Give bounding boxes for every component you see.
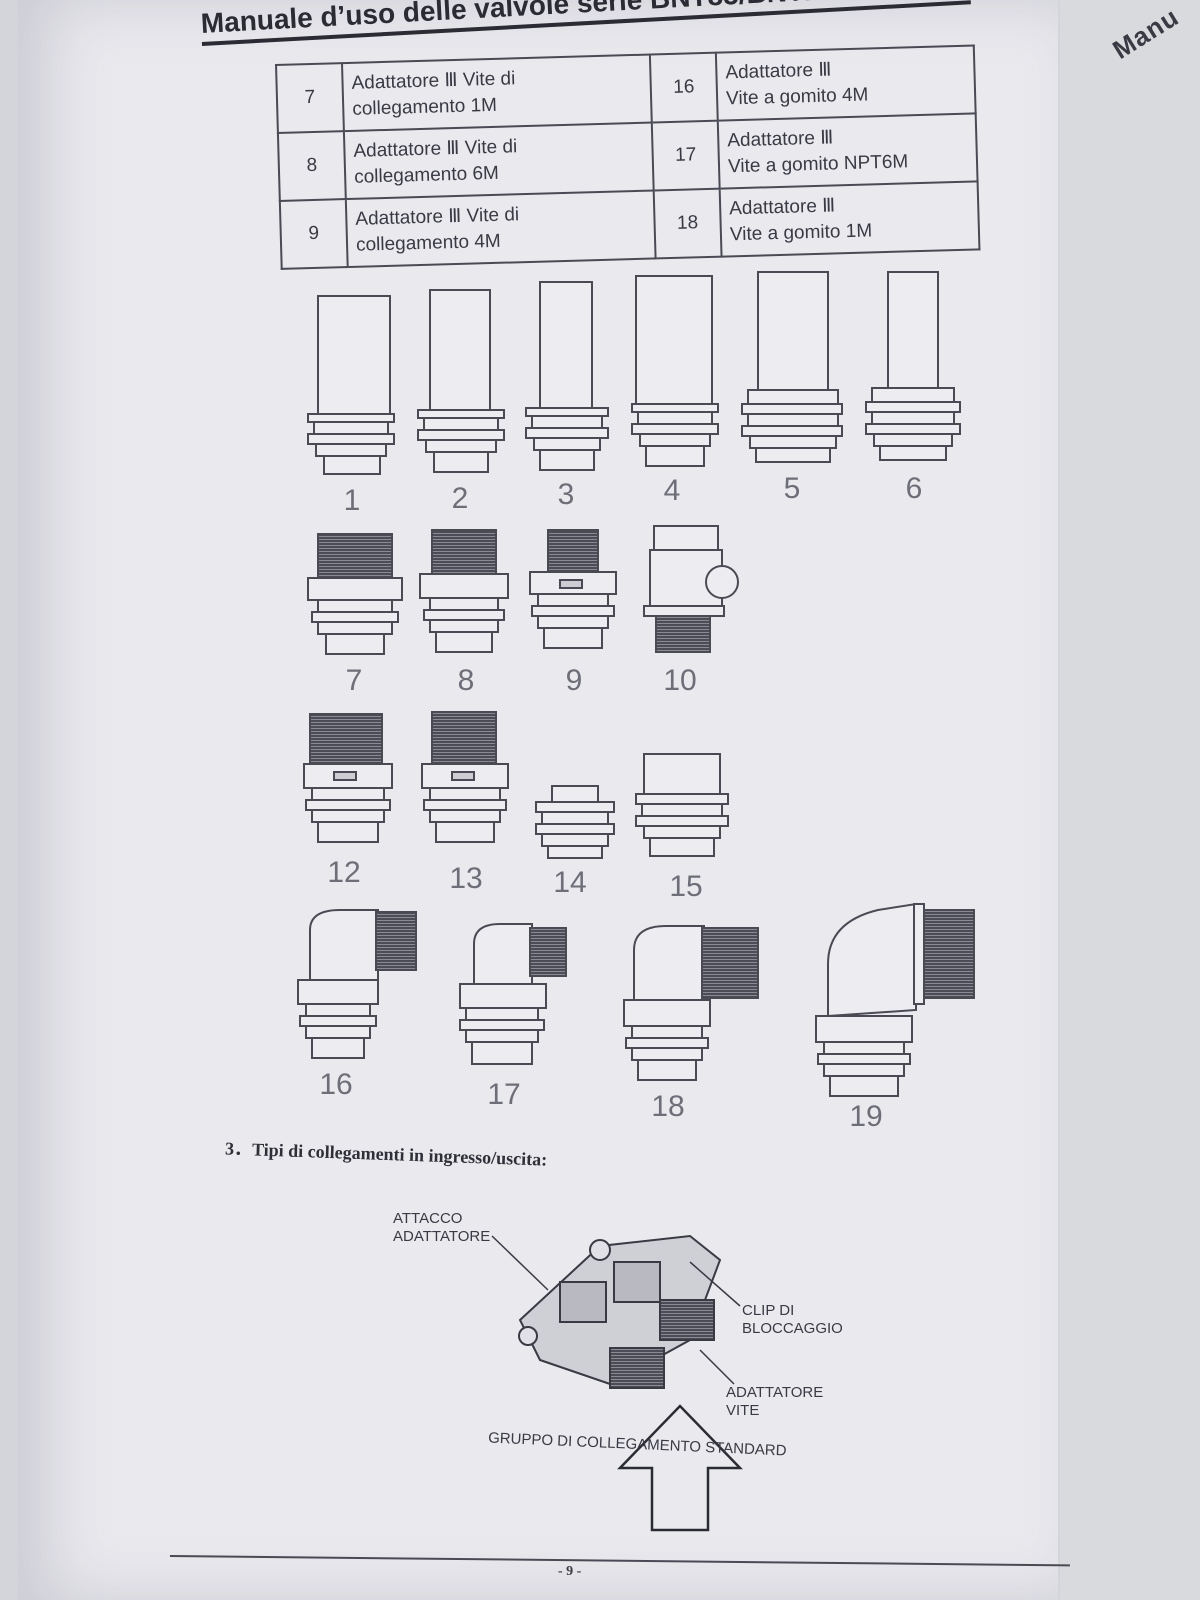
- figure-label: 9: [565, 664, 583, 697]
- figure-label: 17: [487, 1078, 521, 1111]
- figure-label: 2: [451, 482, 469, 515]
- figure-label: 6: [905, 472, 923, 505]
- figure-label: 10: [663, 664, 697, 697]
- fitting-6: [865, 271, 961, 461]
- figure-label: 5: [783, 472, 801, 505]
- fitting-3: [525, 281, 609, 471]
- fitting-19: [815, 902, 975, 1097]
- fitting-17: [459, 923, 567, 1065]
- fitting-14: [535, 785, 615, 859]
- figure-label: 16: [319, 1068, 353, 1101]
- fitting-4: [631, 275, 719, 467]
- figure-label: 1: [343, 484, 361, 517]
- fitting-2: [417, 289, 505, 473]
- fitting-8: [419, 529, 509, 653]
- figure-label: 8: [457, 664, 475, 697]
- arrow-icon: [617, 1404, 743, 1532]
- figure-label: 18: [651, 1090, 685, 1123]
- fitting-18: [623, 925, 759, 1081]
- fitting-12: [303, 713, 393, 843]
- fitting-1: [307, 295, 395, 475]
- callout-lines: [491, 1235, 741, 1385]
- fitting-10: [643, 525, 739, 653]
- fitting-15: [635, 753, 729, 857]
- adjacent-page: [1060, 0, 1200, 1600]
- figure-label: 14: [553, 866, 587, 899]
- figure-label: 4: [663, 474, 681, 507]
- figure-label: 13: [449, 862, 483, 895]
- fitting-5: [741, 271, 843, 463]
- page-number: - 9 -: [558, 1564, 582, 1579]
- connection-assembly-drawing: [518, 1234, 722, 1389]
- fitting-16: [297, 909, 417, 1059]
- figure-label: 19: [849, 1100, 883, 1133]
- figure-label: 12: [327, 856, 361, 889]
- fitting-9: [529, 529, 617, 649]
- figure-label: 15: [669, 870, 703, 903]
- figure-label: 3: [557, 478, 575, 511]
- fitting-13: [421, 711, 509, 843]
- fitting-7: [307, 533, 403, 655]
- figure-label: 7: [345, 664, 363, 697]
